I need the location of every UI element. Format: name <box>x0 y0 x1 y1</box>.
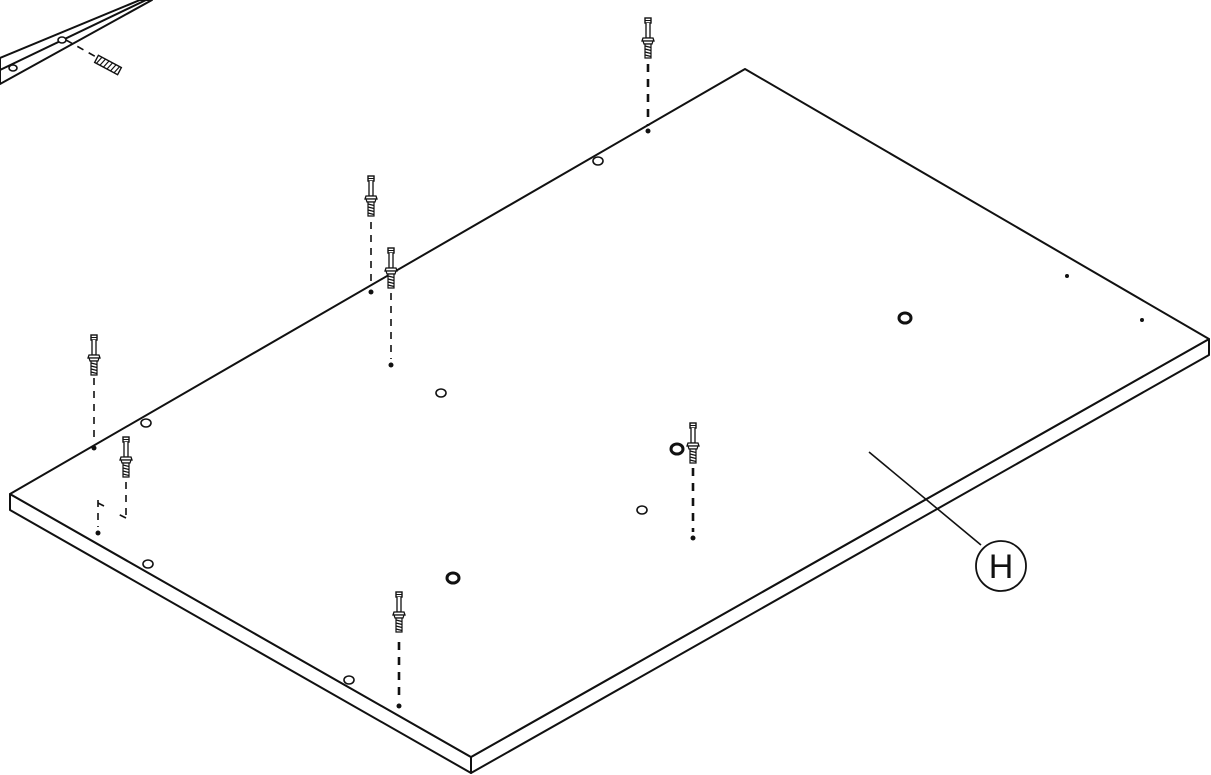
part-label: H <box>989 548 1014 586</box>
insertion-guides <box>93 64 695 700</box>
part-callout: H <box>868 451 1027 592</box>
callout-circle <box>975 540 1027 592</box>
cam-bolt-icon <box>364 175 378 217</box>
cam-bolt-icon <box>87 334 101 376</box>
screw-icon <box>93 54 123 76</box>
panel-holes <box>91 128 1144 709</box>
panel-h <box>9 68 1210 774</box>
side-rail <box>0 0 153 85</box>
cam-bolt-icon <box>641 17 655 59</box>
